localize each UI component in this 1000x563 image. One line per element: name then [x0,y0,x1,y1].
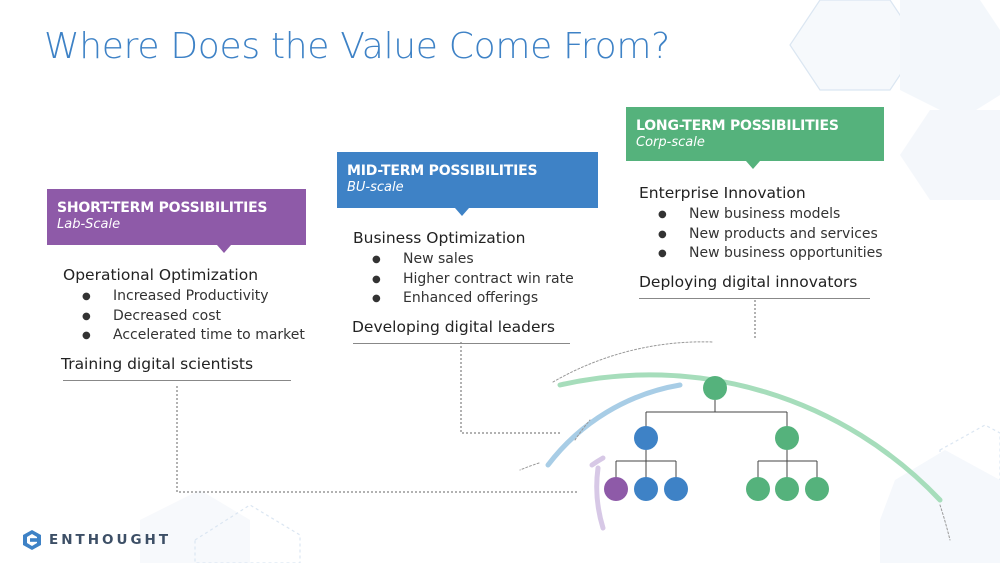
bullet-icon: ● [82,330,91,341]
bullet-icon: ● [372,293,381,304]
enthought-logo-icon [23,530,41,550]
connector-lines [176,300,756,493]
short-term-bullet-list: ●Increased Productivity ●Decreased cost … [63,287,305,346]
short-term-subtitle: Lab-Scale [57,217,121,232]
logo-text: ENTHOUGHT [49,532,172,548]
mid-term-title: MID-TERM POSSIBILITIES [347,163,538,179]
short-term-column: Operational Optimization ●Increased Prod… [61,266,305,381]
mid-term-subtitle: BU-scale [347,180,404,195]
bullet-icon: ● [372,254,381,265]
org-node-root [703,376,727,400]
org-node-leaf-green-2 [775,477,799,501]
short-term-divider [63,379,291,381]
long-term-subtitle: Corp-scale [636,135,705,150]
long-term-footer: Deploying digital innovators [639,272,858,291]
mid-term-pointer [455,208,469,216]
org-node-leaf-blue-2 [664,477,688,501]
short-term-pointer [217,245,231,253]
long-term-pointer [746,161,760,169]
bullet-icon: ● [82,310,91,322]
mid-term-bullet-list: ●New sales ●Higher contract win rate ●En… [353,250,574,309]
org-node-leaf-purple [604,477,628,501]
list-item: ●Decreased cost [63,307,291,327]
mid-term-heading: Business Optimization [353,229,526,247]
org-node-left [634,426,658,450]
bullet-icon: ● [658,209,667,220]
short-term-title: SHORT-TERM POSSIBILITIES [57,200,268,216]
org-chart-nodes [604,376,829,501]
org-node-leaf-green-3 [805,477,829,501]
long-term-bullet-list: ●New business models ●New products and s… [639,205,883,264]
list-item: ●Accelerated time to market [63,326,305,346]
org-chart-lines [615,400,818,478]
org-node-leaf-green-1 [746,477,770,501]
short-term-header: SHORT-TERM POSSIBILITIES Lab-Scale [47,189,306,253]
bullet-icon: ● [82,291,91,302]
long-term-heading: Enterprise Innovation [639,184,806,202]
list-item: ●New business opportunities [639,244,883,264]
enthought-logo: ENTHOUGHT [22,529,171,551]
long-term-divider [639,297,870,299]
list-item: ●New sales [353,250,570,270]
long-term-title: LONG-TERM POSSIBILITIES [636,118,839,134]
mid-term-column: Business Optimization ●New sales ●Higher… [352,229,574,344]
list-item: ●New products and services [639,225,878,245]
bullet-icon: ● [658,248,667,259]
scope-arcs [519,341,951,541]
list-item: ●New business models [639,205,870,225]
bullet-icon: ● [658,228,667,240]
mid-term-divider [353,342,570,344]
short-term-footer: Training digital scientists [61,354,254,373]
long-term-column: Enterprise Innovation ●New business mode… [639,184,883,299]
bullet-icon: ● [372,273,381,285]
list-item: ●Enhanced offerings [353,289,570,309]
mid-term-footer: Developing digital leaders [352,317,555,336]
org-node-leaf-blue-1 [634,477,658,501]
short-term-heading: Operational Optimization [63,266,259,284]
mid-term-header: MID-TERM POSSIBILITIES BU-scale [337,152,598,216]
page-title: Where Does the Value Come From? [44,26,670,67]
list-item: ●Increased Productivity [63,287,291,307]
long-term-header: LONG-TERM POSSIBILITIES Corp-scale [626,107,884,169]
org-node-right [775,426,799,450]
list-item: ●Higher contract win rate [353,270,574,290]
